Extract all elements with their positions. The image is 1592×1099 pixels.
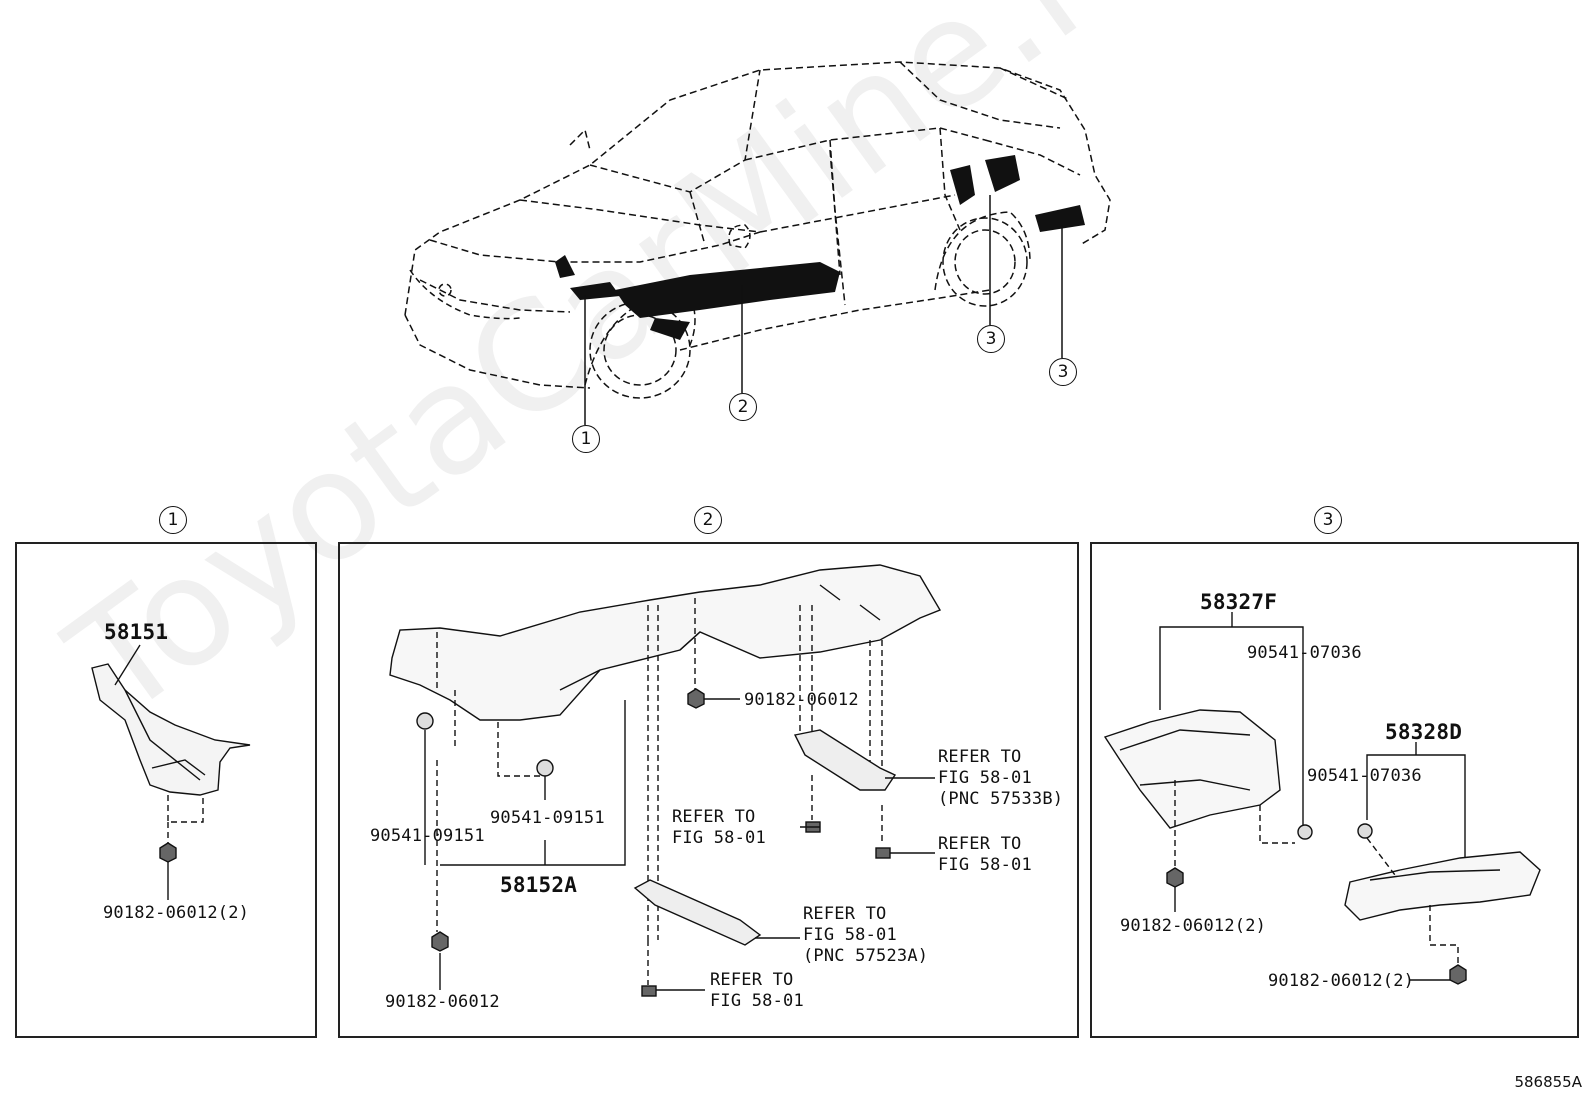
part-58327F-label: 58327F <box>1200 590 1278 614</box>
panel-1-frame <box>15 542 317 1038</box>
plug-90541-09151-mid-label: 90541-09151 <box>490 808 605 828</box>
diagram-code: 586855A <box>1514 1073 1582 1091</box>
plug-90541-07036-right-label: 90541-07036 <box>1307 766 1422 786</box>
refer-a-line1: REFER TO <box>938 747 1022 767</box>
car-leaders <box>584 195 1063 425</box>
panel1-drawing <box>91 644 251 900</box>
bolt-90182-06012-2-left-label: 90182-06012(2) <box>1120 916 1267 936</box>
refer-e-line1: REFER TO <box>710 970 794 990</box>
part-58152A-label: 58152A <box>500 873 578 897</box>
panel-3-frame <box>1090 542 1579 1038</box>
callout-1-header: 1 <box>159 506 187 534</box>
panel3-drawing <box>1103 612 1541 985</box>
rear-wheel <box>934 211 1031 307</box>
refer-c-line2: FIG 58-01 <box>938 855 1032 875</box>
nut-90182-06012-top-label: 90182-06012 <box>744 690 859 710</box>
refer-d-line2: FIG 58-01 <box>803 925 897 945</box>
bolt-90182-06012-2-right-label: 90182-06012(2) <box>1268 971 1415 991</box>
callout-3-car-a: 3 <box>977 325 1005 353</box>
refer-d-line3: (PNC 57523A) <box>803 946 929 966</box>
refer-b-line2: FIG 58-01 <box>672 828 766 848</box>
part-58328D-label: 58328D <box>1385 720 1463 744</box>
refer-a-line2: FIG 58-01 <box>938 768 1032 788</box>
car-outline <box>404 61 1111 389</box>
panel-2-frame <box>338 542 1079 1038</box>
plug-90541-09151-left-label: 90541-09151 <box>370 826 485 846</box>
refer-b-line1: REFER TO <box>672 807 756 827</box>
part-58151-label: 58151 <box>104 620 169 644</box>
refer-a-line3: (PNC 57533B) <box>938 789 1064 809</box>
callout-1-car: 1 <box>572 425 600 453</box>
refer-e-line2: FIG 58-01 <box>710 991 804 1011</box>
panel2-drawing <box>389 564 942 997</box>
callout-2-header: 2 <box>694 506 722 534</box>
front-grille <box>409 224 751 320</box>
callout-3-car-b: 3 <box>1049 358 1077 386</box>
silencer-patches <box>555 155 1085 340</box>
nut-90182-06012-bottom-label: 90182-06012 <box>385 992 500 1012</box>
callout-2-car: 2 <box>729 393 757 421</box>
plug-90541-07036-top-label: 90541-07036 <box>1247 643 1362 663</box>
callout-3-header: 3 <box>1314 506 1342 534</box>
bolt-90182-06012-2-label: 90182-06012(2) <box>103 903 250 923</box>
refer-d-line1: REFER TO <box>803 904 887 924</box>
refer-c-line1: REFER TO <box>938 834 1022 854</box>
